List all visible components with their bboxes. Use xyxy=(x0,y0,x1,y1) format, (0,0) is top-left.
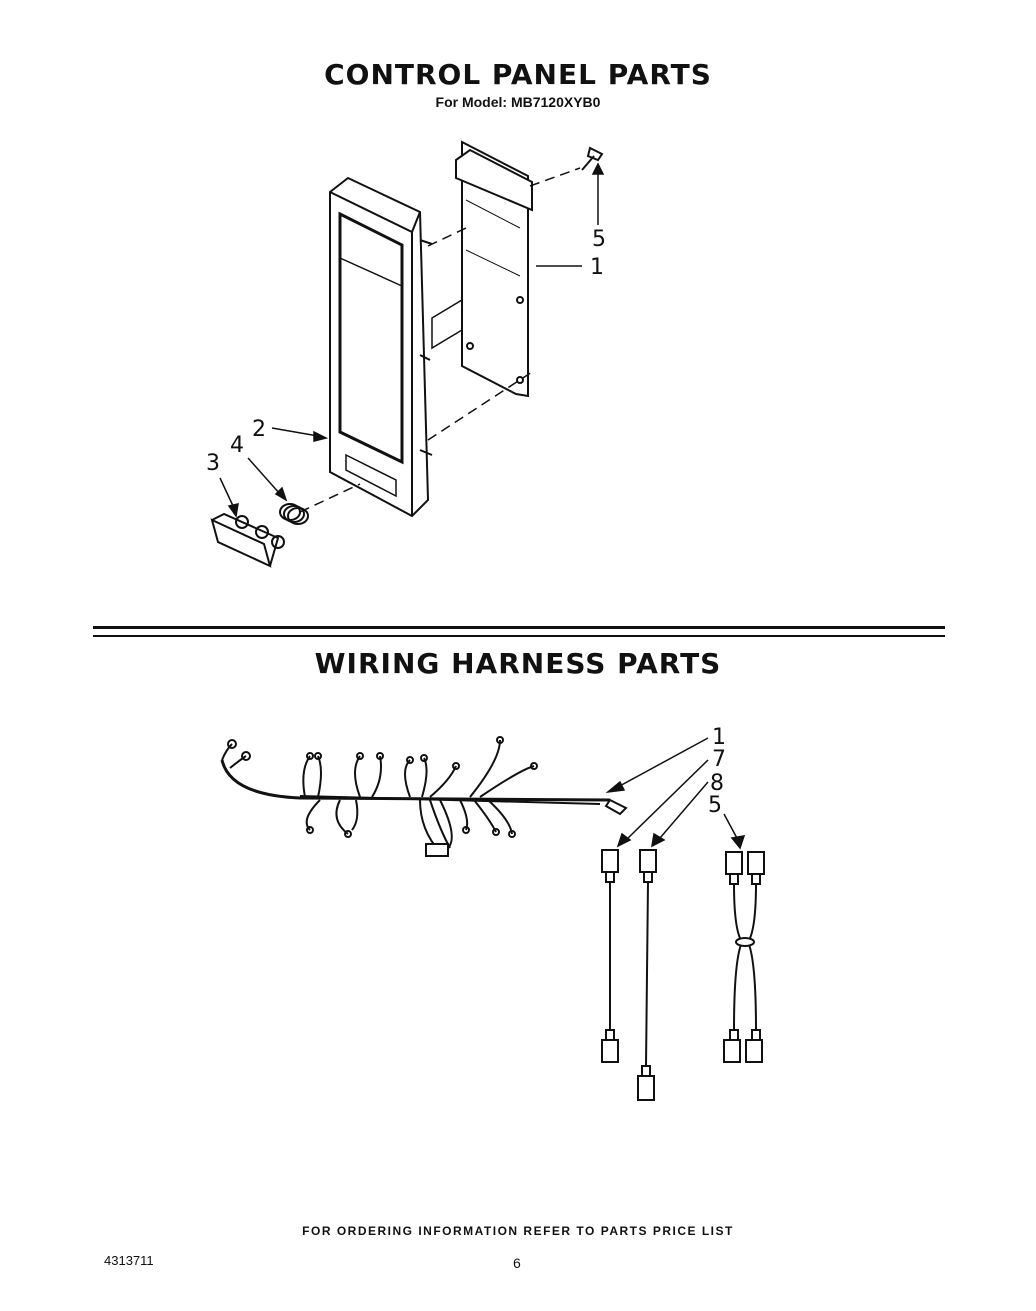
callout-4: 4 xyxy=(230,433,244,458)
ordering-note: FOR ORDERING INFORMATION REFER TO PARTS … xyxy=(302,1224,734,1238)
document-number: 4313711 xyxy=(104,1253,154,1268)
wiring-callout-5: 5 xyxy=(708,793,722,818)
callout-5: 5 xyxy=(592,227,606,252)
control-panel-diagram: 5 1 2 4 3 xyxy=(206,140,606,568)
control-panel-title: CONTROL PANEL PARTS xyxy=(324,58,712,91)
wiring-callout-8: 8 xyxy=(710,771,724,796)
jumper-wire-5 xyxy=(723,851,765,1063)
section-divider-thin xyxy=(93,635,945,637)
callout-1: 1 xyxy=(590,255,604,280)
screw-part xyxy=(586,146,604,162)
callout-3: 3 xyxy=(206,451,220,476)
jumper-wire-8 xyxy=(637,849,657,1101)
main-harness-trunk xyxy=(220,759,611,802)
model-subtitle: For Model: MB7120XYB0 xyxy=(435,94,601,110)
page-number: 6 xyxy=(513,1255,521,1271)
section-divider xyxy=(93,626,945,629)
display-window xyxy=(338,211,404,465)
wiring-callout-1: 1 xyxy=(712,725,726,750)
wiring-harness-title: WIRING HARNESS PARTS xyxy=(314,647,722,680)
wiring-callout-7: 7 xyxy=(712,747,726,772)
callout-2: 2 xyxy=(252,417,266,442)
jumper-wire-7 xyxy=(601,849,619,1063)
